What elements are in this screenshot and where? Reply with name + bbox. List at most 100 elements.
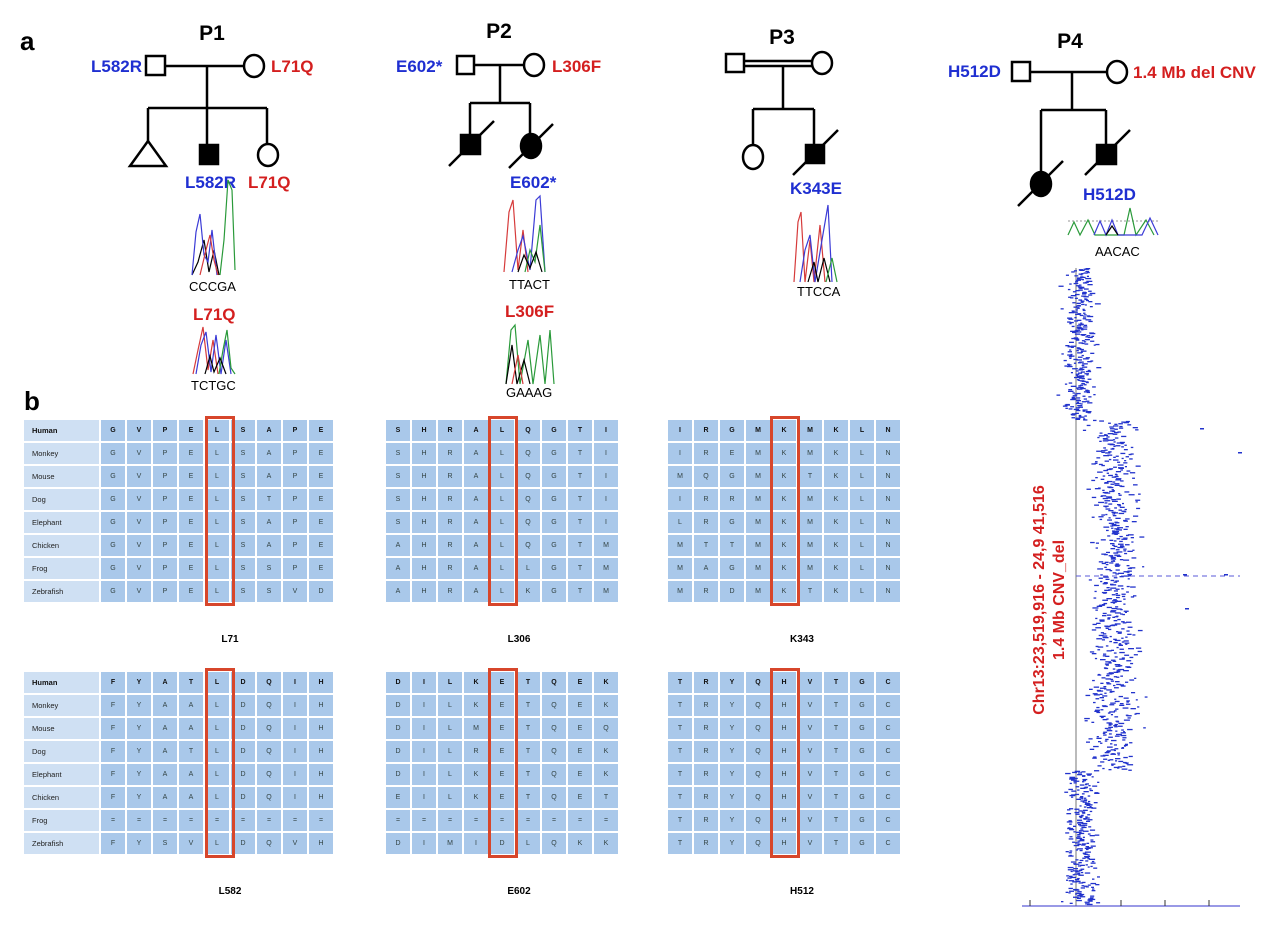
residue-cell: D (231, 718, 255, 739)
cnv-probe-point (1130, 537, 1134, 539)
p3-proband-label: K343E (790, 179, 842, 198)
cnv-probe-point (1110, 556, 1116, 559)
residue-cell: M (668, 466, 692, 487)
cnv-probe-point (1068, 852, 1072, 854)
cnv-probe-point (1084, 799, 1087, 802)
residue-cell: S (231, 512, 255, 533)
cnv-probe-point (1115, 758, 1121, 760)
cnv-probe-point (1082, 781, 1085, 783)
cnv-probe-point (1100, 682, 1104, 684)
residue-cell: S (231, 489, 255, 510)
cnv-probe-point (1070, 398, 1076, 401)
cnv-probe-point (1102, 475, 1106, 477)
cnv-probe-point (1125, 456, 1129, 458)
cnv-probe-point (1081, 354, 1084, 357)
cnv-description: 1.4 Mb CNV_del (1051, 539, 1068, 661)
residue-cell: A (386, 581, 410, 602)
residue-cell: F (101, 833, 125, 854)
cnv-probe-point (1067, 827, 1074, 830)
cnv-probe-point (1069, 794, 1076, 797)
residue-cell: K (594, 695, 618, 716)
residue-cell: I (594, 466, 618, 487)
residue-cell: A (464, 512, 488, 533)
cnv-probe-point (1081, 843, 1087, 845)
cnv-probe-point (1091, 463, 1096, 465)
residue-cell: = (568, 810, 592, 831)
residue-cell: K (824, 443, 848, 464)
cnv-probe-point (1080, 887, 1085, 889)
residue-cell: Q (542, 787, 566, 808)
cnv-probe-point (1119, 704, 1125, 706)
species-label: Frog (24, 810, 99, 831)
cnv-probe-point (1114, 507, 1117, 509)
residue-cell: Q (516, 512, 540, 533)
cnv-probe-point (1114, 601, 1118, 603)
residue-cell: D (386, 718, 410, 739)
cnv-probe-point (1082, 410, 1086, 412)
cnv-probe-point (1118, 644, 1123, 646)
cnv-probe-point (1109, 635, 1112, 638)
cnv-probe-point (1110, 649, 1114, 651)
alignment-row: ElephantLRGMKMKLN (668, 512, 900, 533)
cnv-probe-point (1100, 495, 1103, 497)
cnv-probe-point (1121, 593, 1126, 595)
cnv-probe-point (1078, 372, 1083, 374)
cnv-probe-point (1071, 271, 1075, 273)
residue-cell: K (824, 558, 848, 579)
cnv-probe-point (1078, 342, 1083, 344)
residue-cell: M (798, 512, 822, 533)
residue-cell: R (694, 512, 718, 533)
cnv-probe-point (1100, 580, 1103, 583)
cnv-probe-point (1115, 588, 1120, 590)
alignment-caption-e602: E602 (507, 886, 531, 897)
residue-cell: K (772, 558, 796, 579)
cnv-probe-point (1080, 864, 1085, 866)
residue-cell: S (231, 535, 255, 556)
alignment-row: ZebrafishDIMIDLQKK (386, 833, 618, 854)
cnv-probe-point (1068, 356, 1072, 358)
cnv-probe-point (1113, 577, 1118, 579)
residue-cell: S (231, 581, 255, 602)
cnv-probe-point (1102, 754, 1109, 756)
cnv-probe-point (1108, 723, 1113, 725)
cnv-probe-point (1081, 811, 1086, 813)
p1-sister (256, 142, 280, 168)
residue-cell: Q (257, 695, 281, 716)
chromatogram-e602-black (517, 250, 543, 273)
chromatogram-traces (191, 179, 1159, 385)
cnv-probe-point (1106, 728, 1112, 730)
residue-cell: F (101, 741, 125, 762)
p2-father-label: E602* (396, 57, 443, 76)
cnv-probe-point (1115, 580, 1119, 582)
residue-cell: K (464, 695, 488, 716)
cnv-probe-point (1076, 277, 1081, 279)
cnv-probe-point (1113, 456, 1116, 458)
cnv-probe-point (1095, 645, 1099, 648)
cnv-probe-point (1082, 836, 1085, 838)
cnv-probe-point (1093, 694, 1100, 696)
cnv-probe-point (1106, 650, 1112, 652)
cnv-probe-point (1076, 285, 1080, 287)
p4-father-label: H512D (948, 62, 1001, 81)
cnv-probe-point (1087, 774, 1091, 776)
cnv-probe-point (1119, 648, 1124, 650)
cnv-probe-point (1089, 805, 1092, 808)
cnv-probe-point (1104, 492, 1111, 494)
cnv-probe-point (1096, 736, 1099, 738)
cnv-probe-point (1096, 902, 1101, 904)
cnv-probe-point (1112, 660, 1117, 662)
residue-cell: D (386, 764, 410, 785)
cnv-probe-point (1117, 618, 1121, 621)
residue-cell: K (824, 466, 848, 487)
cnv-probe-point (1077, 356, 1083, 358)
residue-cell: K (772, 512, 796, 533)
residue-cell: T (798, 466, 822, 487)
cnv-probe-point (1089, 810, 1093, 813)
cnv-probe-point (1096, 622, 1101, 624)
residue-cell: Q (516, 489, 540, 510)
cnv-probe-point (1069, 850, 1073, 852)
cnv-probe-point (1077, 833, 1081, 836)
cnv-probe-point (1076, 401, 1079, 403)
